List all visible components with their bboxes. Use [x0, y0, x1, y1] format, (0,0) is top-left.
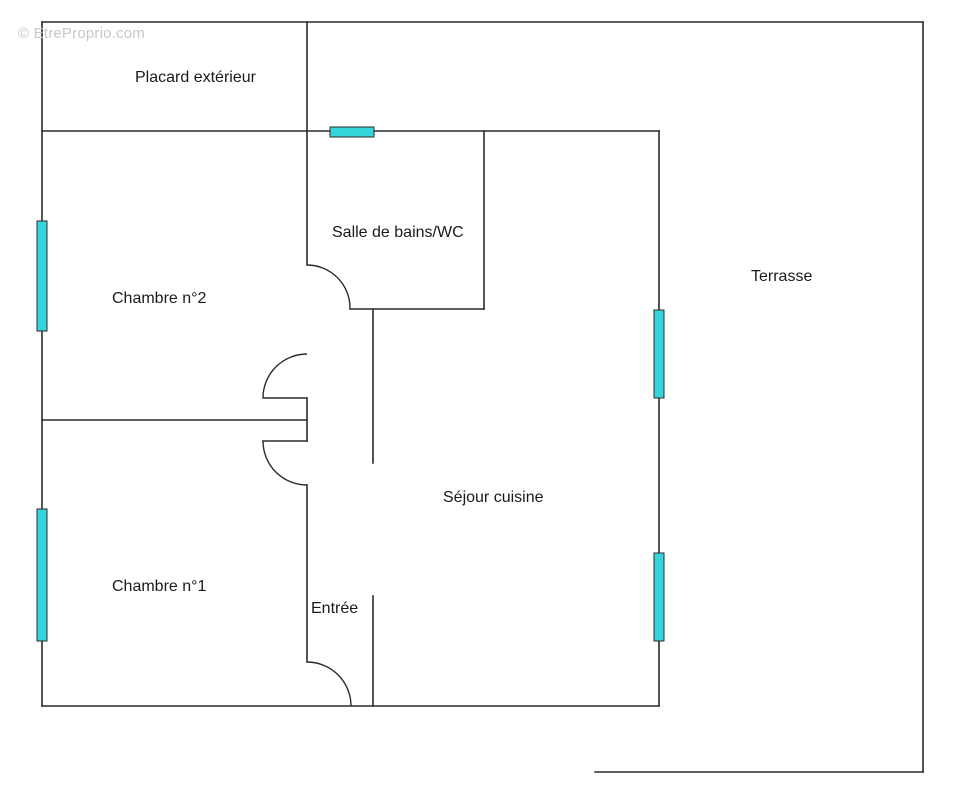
label-chambre-1: Chambre n°1	[112, 578, 207, 595]
door-bathroom	[306, 264, 351, 310]
window-living-upper	[653, 309, 665, 399]
room-labels: Placard extérieur Salle de bains/WC Terr…	[112, 69, 812, 617]
door-entrance	[306, 661, 352, 707]
watermark: © EtreProprio.com	[18, 25, 145, 42]
window-bedroom-2	[36, 220, 48, 332]
door-bedroom-2	[262, 353, 308, 399]
label-chambre-2: Chambre n°2	[112, 290, 207, 307]
doors	[262, 264, 352, 707]
window-bathroom	[329, 126, 375, 138]
label-sejour: Séjour cuisine	[443, 489, 544, 506]
label-placard: Placard extérieur	[135, 69, 257, 86]
window-bedroom-1	[36, 508, 48, 642]
label-entree: Entrée	[311, 600, 358, 617]
walls	[41, 21, 924, 773]
label-terrasse: Terrasse	[751, 268, 812, 285]
label-salle-de-bains: Salle de bains/WC	[332, 224, 464, 241]
window-living-lower	[653, 552, 665, 642]
windows	[36, 126, 665, 642]
door-bedroom-1	[262, 440, 308, 486]
